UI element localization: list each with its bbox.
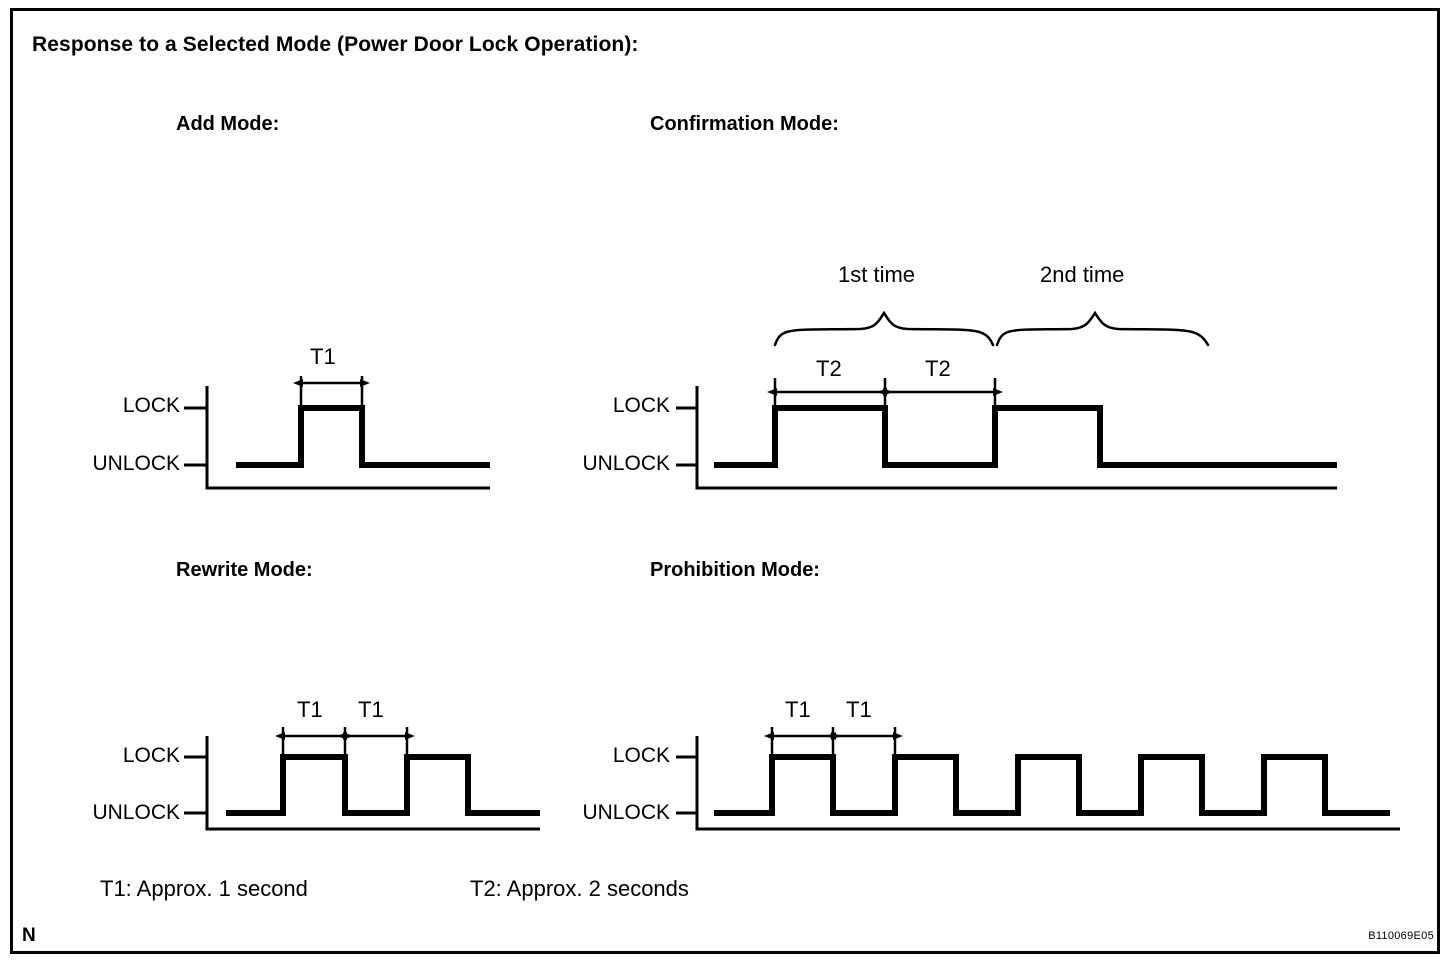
- dimension-label-rewrite-t1-first: T1: [297, 697, 323, 722]
- signal-trace-add-mode: [236, 405, 490, 468]
- dimension-label-rewrite-t1-second: T1: [358, 697, 384, 722]
- axis-label-lock-add: LOCK: [122, 394, 180, 417]
- axis-label-unlock-add: UNLOCK: [92, 452, 180, 475]
- axis-rewrite-mode: [205, 736, 540, 831]
- signal-trace-rewrite-mode: [226, 754, 540, 816]
- axis-prohibition-mode: [695, 736, 1400, 831]
- page-title: Response to a Selected Mode (Power Door …: [32, 33, 639, 56]
- axis-label-unlock-prohibition: UNLOCK: [582, 801, 670, 824]
- legend-t2: T2: Approx. 2 seconds: [470, 876, 689, 901]
- axis-label-lock-confirmation: LOCK: [612, 394, 670, 417]
- signal-trace-confirmation-mode: [714, 405, 1337, 468]
- axis-label-unlock-rewrite: UNLOCK: [92, 801, 180, 824]
- waveform-confirmation-mode: [676, 310, 1337, 490]
- brace-2nd-time: [995, 310, 1210, 347]
- diagram-border: [10, 8, 1440, 954]
- dimension-label-prohibition-t1-first: T1: [785, 697, 811, 722]
- axis-add-mode: [205, 386, 490, 490]
- axis-label-lock-prohibition: LOCK: [612, 744, 670, 767]
- waveform-rewrite-mode: [184, 727, 540, 831]
- heading-add-mode: Add Mode:: [176, 113, 280, 135]
- waveform-add-mode: [184, 376, 490, 490]
- corner-marker: N: [22, 925, 36, 946]
- heading-rewrite-mode: Rewrite Mode:: [176, 559, 313, 581]
- axis-label-unlock-confirmation: UNLOCK: [582, 452, 670, 475]
- axis-label-lock-rewrite: LOCK: [122, 744, 180, 767]
- brace-1st-time: [773, 310, 995, 347]
- dimension-label-add-t1: T1: [310, 344, 336, 369]
- reference-code: B110069E05: [1368, 930, 1434, 942]
- group-label-1st-time: 1st time: [838, 262, 916, 287]
- signal-trace-prohibition-mode: [714, 754, 1390, 816]
- heading-confirmation-mode: Confirmation Mode:: [650, 113, 839, 135]
- axis-confirmation-mode: [695, 386, 1337, 490]
- dimension-label-confirmation-t2-first: T2: [816, 356, 842, 381]
- dimension-label-prohibition-t1-second: T1: [846, 697, 872, 722]
- heading-prohibition-mode: Prohibition Mode:: [650, 559, 820, 581]
- group-label-2nd-time: 2nd time: [1040, 262, 1125, 287]
- legend-t1: T1: Approx. 1 second: [100, 876, 308, 901]
- waveform-prohibition-mode: [676, 727, 1400, 831]
- dimension-label-confirmation-t2-second: T2: [925, 356, 951, 381]
